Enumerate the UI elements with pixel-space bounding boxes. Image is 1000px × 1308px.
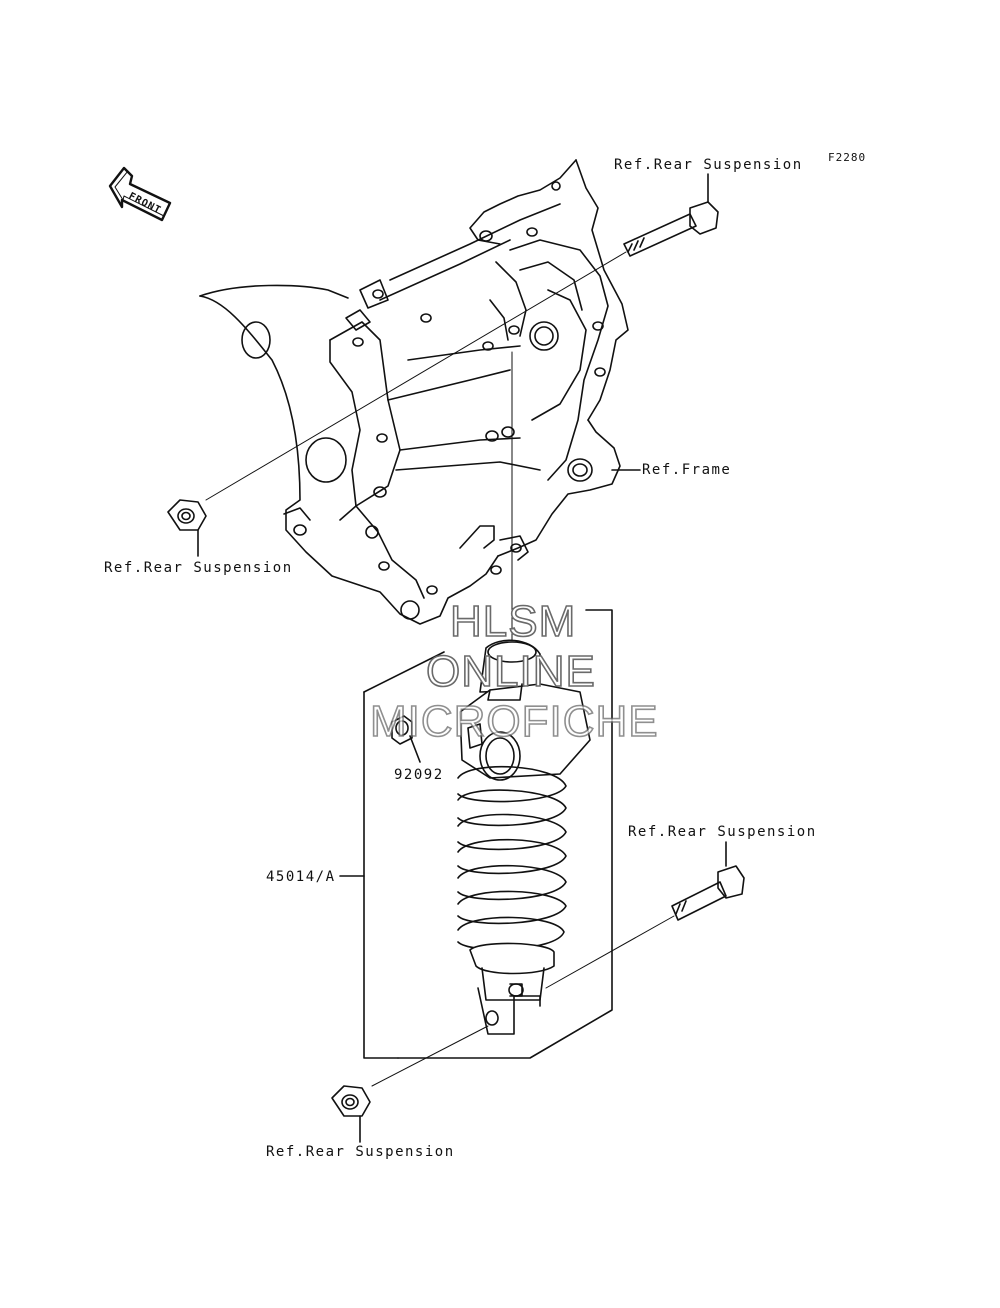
lower-bolt — [671, 865, 745, 921]
assembly-bracket — [339, 609, 613, 1059]
label-part-92092: 92092 — [394, 767, 444, 783]
axis-line — [371, 1025, 489, 1087]
label-ref-rear-suspension-bottom: Ref.Rear Suspension — [266, 1144, 455, 1160]
axis-line — [205, 251, 627, 501]
label-part-45014a: 45014/A — [266, 869, 336, 885]
watermark-line2: ONLINE — [425, 647, 596, 696]
axis-line — [545, 915, 675, 989]
watermark-line3: MICROFICHE — [369, 697, 659, 746]
label-ref-frame: Ref.Frame — [642, 462, 732, 478]
collar-part — [391, 715, 413, 745]
label-ref-rear-suspension-left: Ref.Rear Suspension — [104, 560, 293, 576]
left-nut — [167, 499, 207, 531]
bottom-nut — [331, 1085, 371, 1117]
leader-line — [409, 735, 421, 763]
figure-code: F2280 — [828, 151, 867, 164]
shock-absorber — [457, 639, 591, 1035]
watermark-line1: HLSM — [449, 597, 577, 646]
label-ref-rear-suspension-right: Ref.Rear Suspension — [628, 824, 817, 840]
frame-section — [199, 159, 629, 625]
label-ref-rear-suspension-top: Ref.Rear Suspension — [614, 157, 803, 173]
front-arrow-icon: FRONT — [108, 166, 172, 222]
top-bolt — [623, 201, 719, 257]
